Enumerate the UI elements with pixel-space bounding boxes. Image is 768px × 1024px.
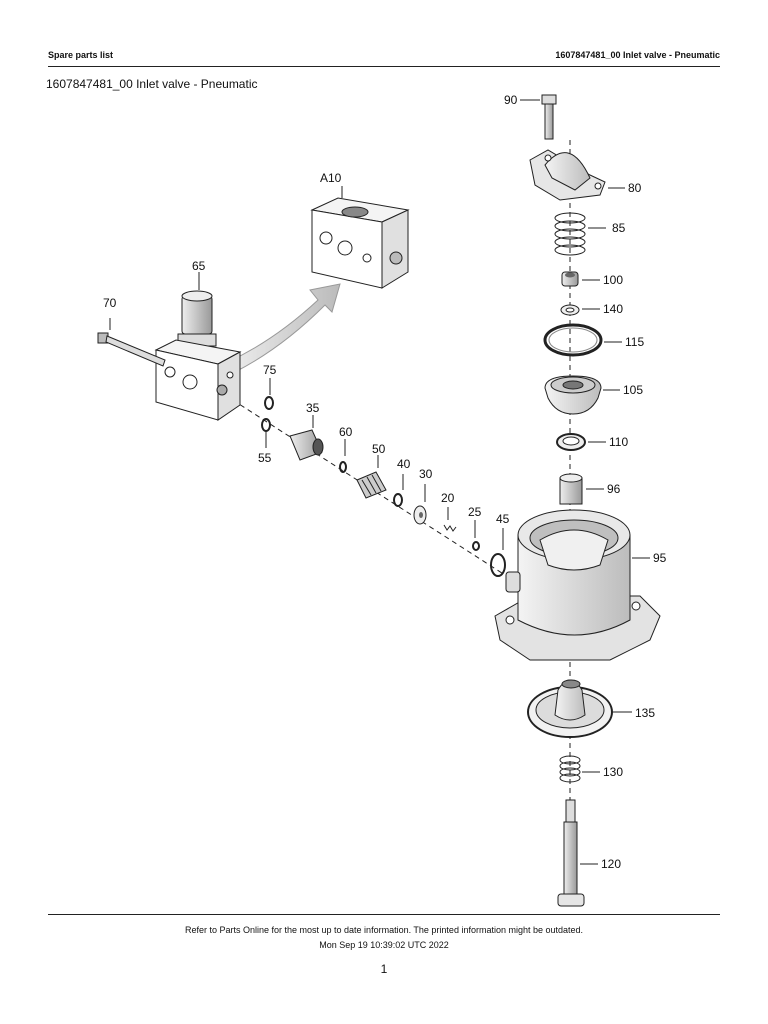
part-110-ring [556,433,606,451]
callout-20: 20 [441,491,455,505]
part-65-regulator [154,272,242,421]
header-left: Spare parts list [48,50,114,60]
callout-90: 90 [504,93,518,107]
part-100-nut [561,271,600,287]
callout-45: 45 [496,512,510,526]
part-130-spring [559,755,600,783]
part-55-oring [261,418,271,448]
part-135-diaphragm [527,679,632,738]
part-50-filter [356,455,387,499]
callout-65: 65 [192,259,206,273]
callout-105: 105 [623,383,643,397]
callout-30: 30 [419,467,433,481]
callout-85: 85 [612,221,626,235]
callout-35: 35 [306,401,320,415]
part-75-oring [264,378,274,410]
part-120-stem [557,799,598,907]
part-35-fitting [289,415,324,461]
part-85-spring [554,212,606,256]
callout-120: 120 [601,857,621,871]
part-95-housing [494,509,661,661]
part-20-spring [443,507,457,532]
callout-140: 140 [603,302,623,316]
callout-75: 75 [263,363,277,377]
header-rule [48,66,720,67]
callout-135: 135 [635,706,655,720]
callout-55: 55 [258,451,272,465]
part-90-bolt [520,94,557,140]
callout-96: 96 [607,482,621,496]
part-30-washer [413,484,427,525]
callout-70: 70 [103,296,117,310]
footer-timestamp: Mon Sep 19 10:39:02 UTC 2022 [319,940,449,950]
part-45-oring [490,528,506,577]
header-right: 1607847481_00 Inlet valve - Pneumatic [555,50,720,60]
callout-50: 50 [372,442,386,456]
part-80-cap [529,149,625,201]
part-A10-block [310,186,410,289]
part-40-oring [393,474,404,507]
page-title: 1607847481_00 Inlet valve - Pneumatic [46,77,258,91]
callout-95: 95 [653,551,667,565]
callout-115: 115 [625,335,644,349]
page-number: 1 [380,962,388,976]
part-25-oring [472,520,480,551]
callout-80: 80 [628,181,642,195]
callout-130: 130 [603,765,623,779]
callout-40: 40 [397,457,411,471]
callout-A10: A10 [320,171,342,185]
callout-110: 110 [609,435,628,449]
footer-rule [48,914,720,915]
part-105-seat [544,375,620,415]
callout-25: 25 [468,505,482,519]
part-70-screw [97,318,166,367]
part-60-oring [339,439,347,473]
part-140-washer [560,304,600,316]
part-96-sleeve [559,473,604,505]
callout-100: 100 [603,273,623,287]
footer-note: Refer to Parts Online for the most up to… [184,925,584,935]
callout-60: 60 [339,425,353,439]
assembly-arrow [227,283,341,373]
part-115-oring [543,323,622,357]
